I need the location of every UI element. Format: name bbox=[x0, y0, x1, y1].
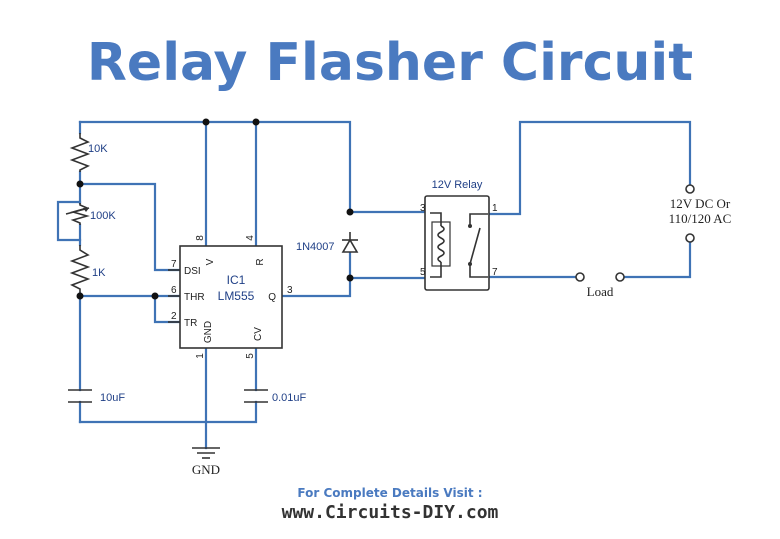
resistor-10k bbox=[69, 133, 91, 172]
node-thr bbox=[76, 292, 84, 300]
ic-pin-5-number: 5 bbox=[245, 353, 256, 359]
resistor-1k bbox=[69, 245, 91, 293]
node-top-vcc bbox=[202, 118, 210, 126]
ic-pin-thr-label: THR bbox=[184, 292, 205, 303]
ic-pin-6-number: 6 bbox=[171, 285, 177, 296]
ic-pin-stubs bbox=[168, 269, 180, 323]
ground-symbol bbox=[192, 447, 220, 459]
ic-lm555-body bbox=[179, 245, 283, 349]
wires bbox=[56, 120, 692, 450]
node-diode-top bbox=[346, 208, 354, 216]
node-diode-bottom bbox=[346, 274, 354, 282]
ic-pin-r-label: R bbox=[255, 258, 266, 265]
ic-pin-2-number: 2 bbox=[171, 311, 177, 322]
node-tr bbox=[151, 292, 159, 300]
resistor-1k-label: 1K bbox=[92, 267, 106, 279]
dsi-wire bbox=[78, 182, 182, 272]
potentiometer-100k bbox=[65, 203, 90, 225]
diode-label: 1N4007 bbox=[296, 241, 335, 253]
node-dsi bbox=[76, 180, 84, 188]
ic-pin-7-number: 7 bbox=[171, 259, 177, 270]
relay-label: 12V Relay bbox=[432, 179, 483, 191]
ic-pin-q-label: Q bbox=[268, 292, 276, 303]
capacitor-001uf bbox=[244, 389, 268, 403]
ic-pin-cv-label: CV bbox=[253, 327, 264, 341]
footer-website: www.Circuits-DIY.com bbox=[282, 502, 499, 523]
diode-1n4007 bbox=[341, 232, 359, 253]
relay-contact bbox=[468, 213, 488, 278]
relay-coil bbox=[430, 212, 451, 278]
ic-pin-8-number: 8 bbox=[195, 235, 206, 241]
capacitor-10uf-label: 10uF bbox=[100, 392, 125, 404]
potentiometer-label: 100K bbox=[90, 210, 116, 222]
load-label: Load bbox=[587, 284, 614, 299]
supply-terminals bbox=[685, 184, 695, 243]
node-top-reset bbox=[252, 118, 260, 126]
supply-label-line2: 110/120 AC bbox=[669, 211, 732, 226]
relay-body bbox=[424, 195, 490, 291]
ic-pin-3-number: 3 bbox=[287, 285, 293, 296]
ic-pin-gnd-label: GND bbox=[203, 321, 214, 343]
pot-wiper-wire bbox=[56, 200, 82, 242]
relay-pin-3-number: 3 bbox=[420, 203, 426, 214]
load-supply-wire bbox=[622, 239, 692, 279]
ic-pin-dsi-label: DSI bbox=[184, 266, 201, 277]
diagram-title: Relay Flasher Circuit bbox=[87, 33, 693, 93]
ic-pin-1-number: 1 bbox=[195, 353, 206, 359]
ic-pin-4-number: 4 bbox=[245, 235, 256, 241]
load-terminals bbox=[575, 272, 625, 282]
relay-pin-5-number: 5 bbox=[420, 267, 426, 278]
ic-pin-tr-label: TR bbox=[184, 318, 197, 329]
bottom-rail-wire bbox=[78, 400, 258, 424]
ic-part-label: LM555 bbox=[218, 289, 255, 303]
capacitor-001uf-label: 0.01uF bbox=[272, 392, 307, 404]
capacitor-10uf bbox=[68, 389, 92, 403]
junction-nodes bbox=[76, 118, 354, 300]
relay-pin-7-number: 7 bbox=[492, 267, 498, 278]
output-wire bbox=[280, 248, 352, 298]
footer-visit-text: For Complete Details Visit : bbox=[297, 486, 482, 500]
ground-label: GND bbox=[192, 462, 220, 477]
relay-pin-1-number: 1 bbox=[492, 203, 498, 214]
resistor-10k-label: 10K bbox=[88, 143, 108, 155]
ic-pin-v-label: V bbox=[205, 258, 216, 265]
ic-name-label: IC1 bbox=[227, 273, 246, 287]
top-rail-wire bbox=[78, 120, 352, 214]
relay-pin1-supply-wire bbox=[486, 120, 692, 216]
supply-label-line1: 12V DC Or bbox=[670, 196, 731, 211]
